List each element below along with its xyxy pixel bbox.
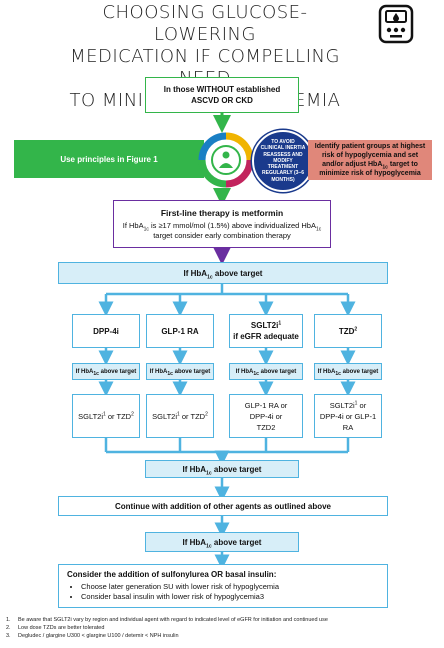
drug-box-dpp4i: DPP-4i	[72, 314, 140, 348]
drug-label: SGLT2i1	[250, 320, 282, 330]
hba1c-label: If HbA1c above target	[75, 368, 137, 377]
footnote: 2.Low dose TZDs are better tolerated	[6, 625, 105, 631]
final-list: Choose later generation SU with lower ri…	[67, 582, 379, 602]
hba1c-label: If HbA1c above target	[235, 368, 297, 377]
principles-box: Use principles in Figure 1	[14, 140, 204, 178]
glucometer-icon	[378, 4, 414, 44]
drug-label: TZD2	[338, 325, 358, 336]
start-box: In those WITHOUT established ASCVD OR CK…	[145, 77, 299, 113]
next-step-line-3: TZD2	[256, 422, 276, 432]
drug-box-sglt2i: SGLT2i1 if eGFR adequate	[229, 314, 303, 348]
next-step-box-3: GLP-1 RA or DPP-4i or TZD2	[229, 394, 303, 438]
final-title: Consider the addition of sulfonylurea OR…	[67, 570, 277, 579]
hba1c-label: If HbA1c above target	[149, 368, 211, 377]
hba1c-check-branch-2: If HbA1c above target	[146, 363, 214, 380]
cycle-icon	[198, 132, 254, 188]
drug-label: GLP-1 RA	[161, 326, 199, 336]
drug-box-glp1ra: GLP-1 RA	[146, 314, 214, 348]
inertia-text: TO AVOID CLINICAL INERTIA REASSESS AND M…	[260, 139, 306, 183]
final-item: Choose later generation SU with lower ri…	[81, 582, 379, 592]
hba1c-check-3: If HbA1c above target	[145, 532, 299, 552]
next-step-box-4: SGLT2i1 or DPP-4i or GLP-1 RA	[314, 394, 382, 438]
continue-label: Continue with addition of other agents a…	[114, 501, 331, 511]
next-step-box-1: SGLT2i1 or TZD2	[72, 394, 140, 438]
identify-text: Identify patient groups at highest risk …	[314, 143, 426, 177]
hba1c-check-branch-3: If HbA1c above target	[229, 363, 303, 380]
start-box-line-1: In those WITHOUT established	[163, 85, 281, 94]
inertia-circle: TO AVOID CLINICAL INERTIA REASSESS AND M…	[252, 130, 314, 192]
hba1c-label-1: If HbA1c above target	[183, 268, 263, 281]
hba1c-label-3: If HbA1c above target	[182, 537, 262, 550]
next-step-line-1: SGLT2i1 or	[329, 400, 367, 410]
first-line-box: First-line therapy is metformin If HbA1c…	[113, 200, 331, 248]
continue-box: Continue with addition of other agents a…	[58, 496, 388, 516]
final-item: Consider basal insulin with lower risk o…	[81, 592, 379, 602]
next-step-box-2: SGLT2i1 or TZD2	[146, 394, 214, 438]
drug-condition: if eGFR adequate	[233, 332, 299, 341]
start-box-line-2: ASCVD OR CKD	[191, 96, 253, 105]
principles-label: Use principles in Figure 1	[60, 154, 158, 164]
next-step-line-2: DPP-4i or	[249, 411, 283, 421]
final-box: Consider the addition of sulfonylurea OR…	[58, 564, 388, 608]
hba1c-check-2: If HbA1c above target	[145, 460, 299, 478]
drug-box-tzd: TZD2	[314, 314, 382, 348]
footnote: 1.Be aware that SGLT2i vary by region an…	[6, 617, 328, 623]
footnote: 3.Degludec / glargine U300 < glargine U1…	[6, 633, 179, 639]
next-step-label: SGLT2i1 or TZD2	[152, 411, 208, 421]
hba1c-check-branch-4: If HbA1c above target	[314, 363, 382, 380]
drug-label: DPP-4i	[93, 326, 119, 336]
title-line-1: CHOOSING GLUCOSE-LOWERING	[102, 2, 308, 45]
next-step-line-1: GLP-1 RA or	[244, 400, 288, 410]
hba1c-label: If HbA1c above target	[317, 368, 379, 377]
hba1c-check-1: If HbA1c above target	[58, 262, 388, 284]
footnotes: 1.Be aware that SGLT2i vary by region an…	[6, 616, 436, 640]
identify-box: Identify patient groups at highest risk …	[308, 140, 432, 180]
next-step-line-2: DPP-4i or GLP-1 RA	[319, 411, 377, 432]
first-line-body: If HbA1c is ≥17 mmol/mol (1.5%) above in…	[122, 220, 322, 240]
hba1c-label-2: If HbA1c above target	[182, 464, 262, 477]
first-line-title: First-line therapy is metformin	[160, 207, 284, 218]
next-step-label: SGLT2i1 or TZD2	[78, 411, 134, 421]
hba1c-check-branch-1: If HbA1c above target	[72, 363, 140, 380]
